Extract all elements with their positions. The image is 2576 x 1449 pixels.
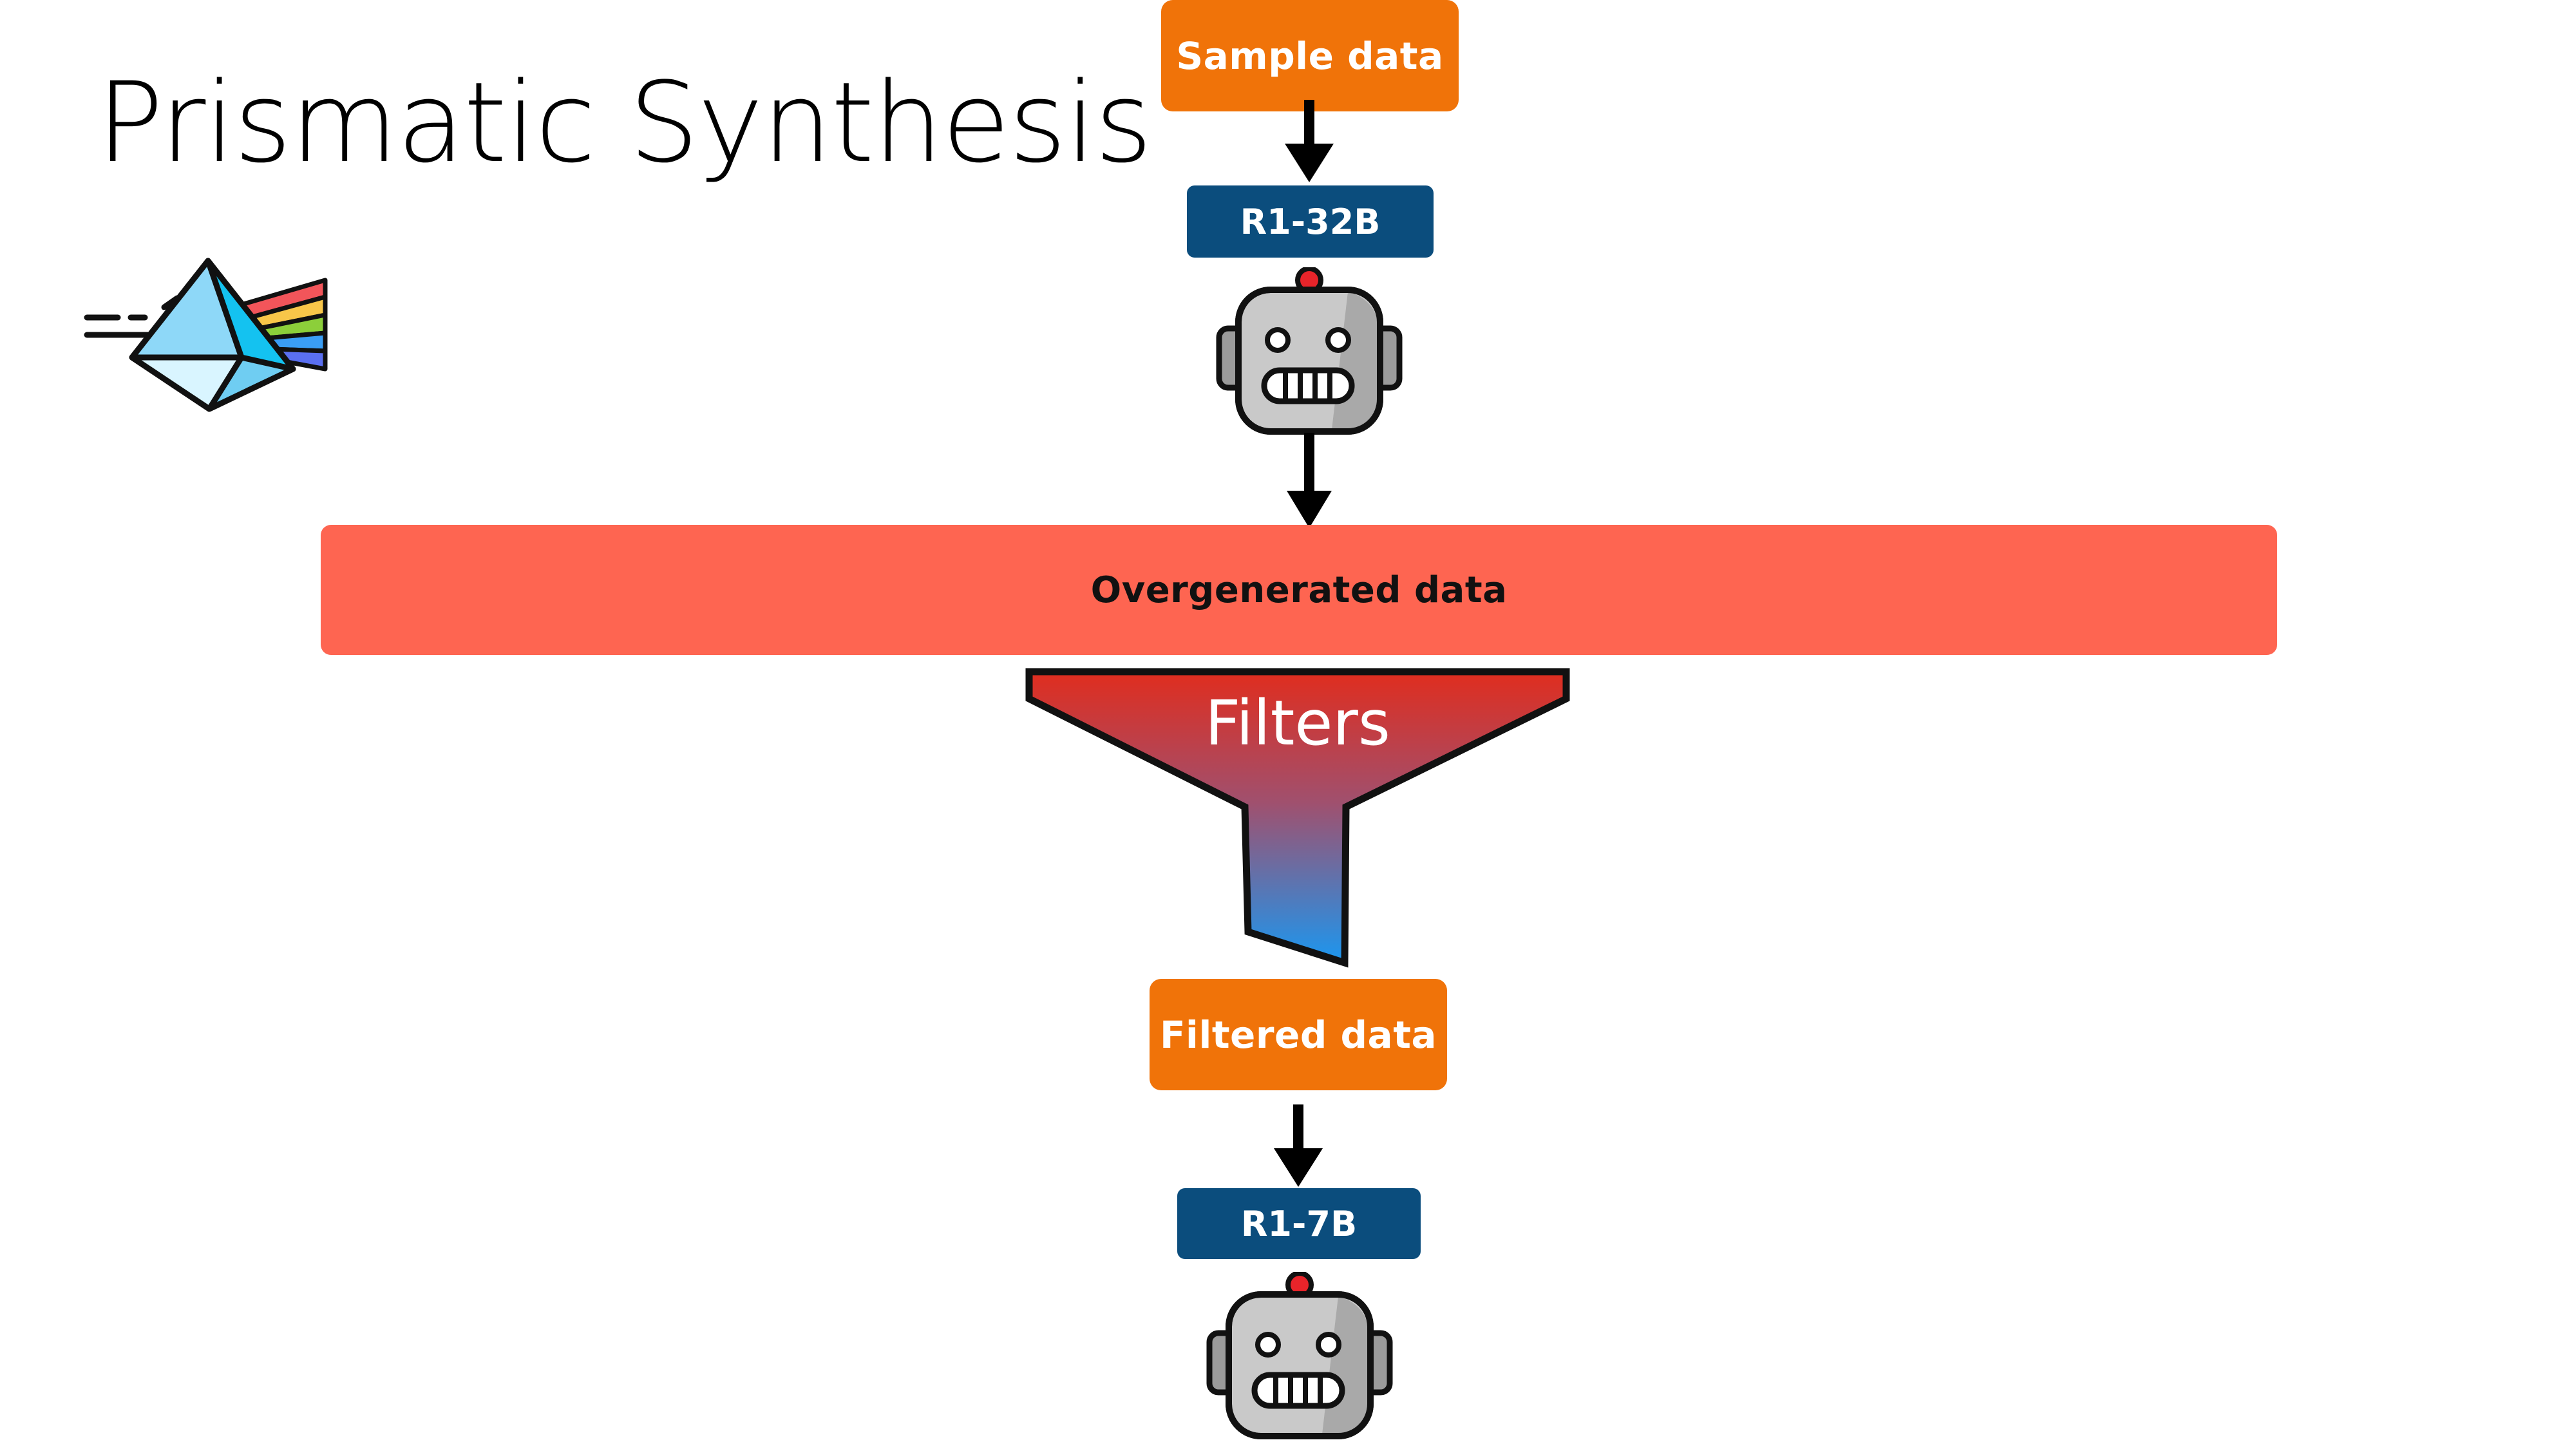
- slide-title: Prismatic Synthesis: [97, 58, 1152, 187]
- sample-data-box: Sample data: [1161, 0, 1459, 111]
- filters-label: Filters: [1205, 687, 1390, 759]
- teacher-model-label-box: R1-32B: [1187, 185, 1434, 258]
- overgenerated-data-band: Overgenerated data: [321, 525, 2277, 655]
- arrow-down-icon: [1285, 100, 1334, 182]
- funnel-icon: [1025, 668, 1570, 968]
- filtered-data-box: Filtered data: [1150, 979, 1447, 1090]
- arrow-down-icon: [1287, 433, 1332, 528]
- arrow-down-icon: [1274, 1104, 1323, 1187]
- student-model-label: R1-7B: [1240, 1203, 1358, 1244]
- sample-data-label: Sample data: [1176, 33, 1444, 78]
- filtered-data-label: Filtered data: [1159, 1012, 1437, 1057]
- robot-icon: [1206, 1272, 1393, 1439]
- student-model-label-box: R1-7B: [1177, 1188, 1421, 1259]
- robot-icon: [1216, 267, 1403, 435]
- overgenerated-data-label: Overgenerated data: [1090, 569, 1508, 611]
- prism-icon: [84, 258, 328, 412]
- teacher-model-label: R1-32B: [1240, 201, 1381, 242]
